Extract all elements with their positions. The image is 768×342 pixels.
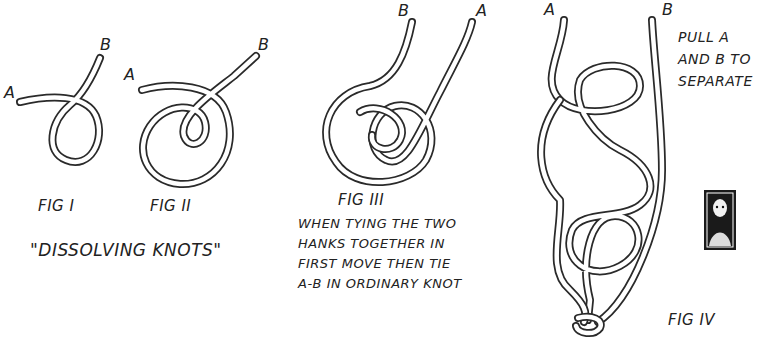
- strand-end-label: A: [4, 84, 15, 102]
- diagram-title: "DISSOLVING KNOTS": [30, 240, 222, 260]
- strand-end-label: A: [544, 1, 555, 19]
- figure-number: FIG II: [150, 198, 191, 215]
- portrait-icon: [704, 190, 736, 250]
- figure-number: FIG III: [338, 192, 384, 209]
- rope-fill: [541, 100, 585, 322]
- rope-outline: [576, 317, 601, 333]
- rope-outline: [598, 20, 662, 322]
- rope-outline: [142, 56, 256, 184]
- strand-end-label: B: [662, 1, 673, 19]
- rope-outline: [541, 100, 585, 322]
- strand-end-label: B: [398, 2, 409, 20]
- strand-end-label: A: [124, 66, 135, 84]
- rope-outline: [20, 58, 100, 162]
- rope-fill: [360, 108, 402, 149]
- strand-end-label: B: [100, 36, 111, 54]
- rope-fill: [576, 317, 601, 333]
- rope-fill: [20, 58, 100, 162]
- rope-fill: [326, 22, 472, 182]
- strand-end-label: A: [476, 2, 487, 20]
- figure-number: FIG I: [38, 198, 74, 215]
- rope-fill: [142, 56, 256, 184]
- instruction-note: PULL A AND B TO SEPARATE: [678, 26, 764, 92]
- strand-end-label: B: [258, 36, 269, 54]
- rope-outline: [326, 22, 472, 182]
- figure-number: FIG IV: [668, 312, 715, 329]
- instruction-note: WHEN TYING THE TWO HANKS TOGETHER IN FIR…: [298, 214, 463, 294]
- rope-outline: [360, 108, 402, 149]
- rope-fill: [598, 20, 662, 322]
